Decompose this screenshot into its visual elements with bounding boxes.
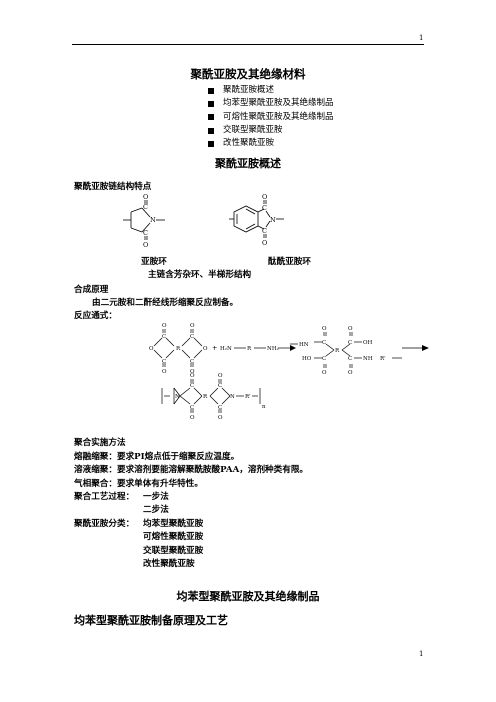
hydroxyl-label: OH	[363, 340, 373, 346]
bullet-square-icon	[208, 114, 214, 121]
reaction-arrow-icon	[422, 345, 429, 351]
document-title: 聚酰亚胺及其绝缘材料	[190, 67, 306, 81]
carbon-label: C	[190, 359, 194, 365]
oxygen-label: O	[190, 373, 195, 379]
oxygen-label: O	[322, 326, 327, 332]
imide-ring-structure: O C N C O	[123, 193, 165, 249]
carbon-label: C	[162, 334, 166, 340]
process-label: 聚合工艺过程：	[74, 492, 135, 502]
oxygen-label: O	[348, 370, 353, 376]
oxygen-label: O	[190, 323, 195, 329]
reaction-arrow-icon	[290, 345, 296, 351]
amine-label: HN	[299, 342, 309, 348]
nitrogen-label: N	[175, 394, 180, 400]
classification-label: 聚酰亚胺分类：	[74, 519, 135, 529]
amine-label: H₂N	[220, 346, 232, 352]
chain-features-label: 聚酰亚胺链结构特点	[74, 182, 152, 192]
carbon-label: C	[190, 383, 194, 389]
reaction-scheme: O O C C O R O C C O O + H₂N R NH₂ HN O O…	[149, 323, 429, 421]
nitrogen-label: N	[150, 216, 156, 224]
carbon-label: C	[143, 203, 148, 211]
imide-ring-label: 亚胺环	[141, 257, 167, 267]
amine-label: NH	[363, 356, 373, 362]
process-one-step: 一步法	[143, 492, 169, 502]
section-heading-overview: 聚酰亚胺概述	[215, 157, 281, 170]
plus-sign: +	[212, 344, 217, 352]
oxygen-label: O	[348, 326, 353, 332]
oxygen-label: O	[162, 323, 167, 329]
bullet-square-icon	[208, 140, 214, 147]
toc-item-label: 交联型聚酰亚胺	[223, 124, 283, 135]
toc-item-label: 均苯型聚酰亚胺及其绝缘制品	[223, 98, 334, 109]
r-group-label: R	[335, 348, 340, 354]
hydroxyl-label: HO	[302, 356, 312, 362]
carbon-label: C	[322, 356, 326, 362]
toc-item: 交联型聚酰亚胺	[208, 124, 334, 137]
r-prime-label: R'	[380, 356, 386, 362]
method-gas: 气相聚合：要求单体有升华特性。	[74, 479, 203, 489]
process-two-step: 二步法	[143, 505, 169, 515]
oxygen-label: O	[143, 241, 148, 249]
footer-page-number: 1	[419, 650, 424, 658]
synthesis-text: 由二元胺和二酐经线形缩聚反应制备。	[92, 298, 239, 308]
oxygen-label: O	[262, 193, 267, 201]
phthalimide-ring-label: 酞酰亚胺环	[268, 257, 311, 267]
classification-item: 交联型聚酰亚胺	[143, 546, 204, 556]
reaction-title: 反应通式：	[74, 311, 117, 321]
oxygen-label: O	[218, 373, 223, 379]
synthesis-title: 合成原理	[74, 285, 109, 295]
oxygen-label: O	[218, 415, 223, 421]
toc-item: 聚酰亚胺概述	[208, 84, 334, 97]
oxygen-label: O	[322, 370, 327, 376]
main-chain-note: 主链含芳杂环、半梯形结构	[148, 270, 252, 280]
oxygen-label: O	[162, 369, 167, 375]
method-melt: 熔融缩聚：要求PI熔点低于缩聚反应温度。	[74, 452, 240, 462]
classification-item: 改性聚酰亚胺	[143, 559, 195, 569]
carbon-label: C	[190, 405, 194, 411]
toc-item: 均苯型聚酰亚胺及其绝缘制品	[208, 97, 334, 110]
bullet-square-icon	[208, 87, 214, 94]
header-rule	[72, 44, 424, 45]
toc-item: 改性聚酰亚胺	[208, 137, 334, 150]
bullet-square-icon	[208, 100, 214, 107]
toc-item: 可熔性聚酰亚胺及其绝缘制品	[208, 111, 334, 124]
oxygen-label: O	[203, 346, 208, 352]
oxygen-label: O	[190, 369, 195, 375]
classification-item: 均苯型聚酰亚胺	[143, 519, 204, 529]
section-heading-homophenyl: 均苯型聚酰亚胺及其绝缘制品	[176, 590, 320, 603]
nitrogen-label: N	[230, 394, 235, 400]
methods-title: 聚合实施方法	[74, 438, 126, 448]
carbon-label: C	[348, 356, 352, 362]
toc-item-label: 改性聚酰亚胺	[223, 138, 275, 149]
r-group-label: R	[176, 346, 181, 352]
oxygen-label: O	[143, 193, 148, 201]
carbon-label: C	[218, 405, 222, 411]
oxygen-label: O	[149, 346, 154, 352]
carbon-label: C	[348, 340, 352, 346]
toc-item-label: 聚酰亚胺概述	[223, 85, 275, 95]
carbon-label: C	[218, 383, 222, 389]
carbon-label: C	[162, 359, 166, 365]
amine-label: NH₂	[267, 346, 279, 352]
header-page-number: 1	[419, 34, 424, 42]
method-solution: 溶液缩聚：要求溶剂要能溶解聚酰胺酸PAA，溶剂种类有限。	[74, 465, 309, 475]
phthalimide-ring-structure: O C N C O	[229, 193, 284, 247]
toc-list: 聚酰亚胺概述 均苯型聚酰亚胺及其绝缘制品 可熔性聚酰亚胺及其绝缘制品 交联型聚酰…	[208, 84, 334, 150]
nitrogen-label: N	[270, 216, 276, 224]
carbon-label: C	[322, 340, 326, 346]
oxygen-label: O	[262, 239, 267, 247]
r-group-label: R	[203, 394, 208, 400]
r-group-label: R	[247, 346, 252, 352]
repeat-count-label: n	[262, 404, 266, 410]
carbon-label: C	[262, 227, 267, 235]
classification-item: 可熔性聚酰亚胺	[143, 532, 204, 542]
bullet-square-icon	[208, 127, 214, 134]
carbon-label: C	[262, 204, 267, 212]
carbon-label: C	[190, 334, 194, 340]
toc-item-label: 可熔性聚酰亚胺及其绝缘制品	[223, 111, 334, 122]
r-prime-label: R'	[245, 394, 251, 400]
subsection-heading: 均苯型聚酰亚胺制备原理及工艺	[74, 614, 228, 627]
oxygen-label: O	[190, 415, 195, 421]
carbon-label: C	[143, 229, 148, 237]
